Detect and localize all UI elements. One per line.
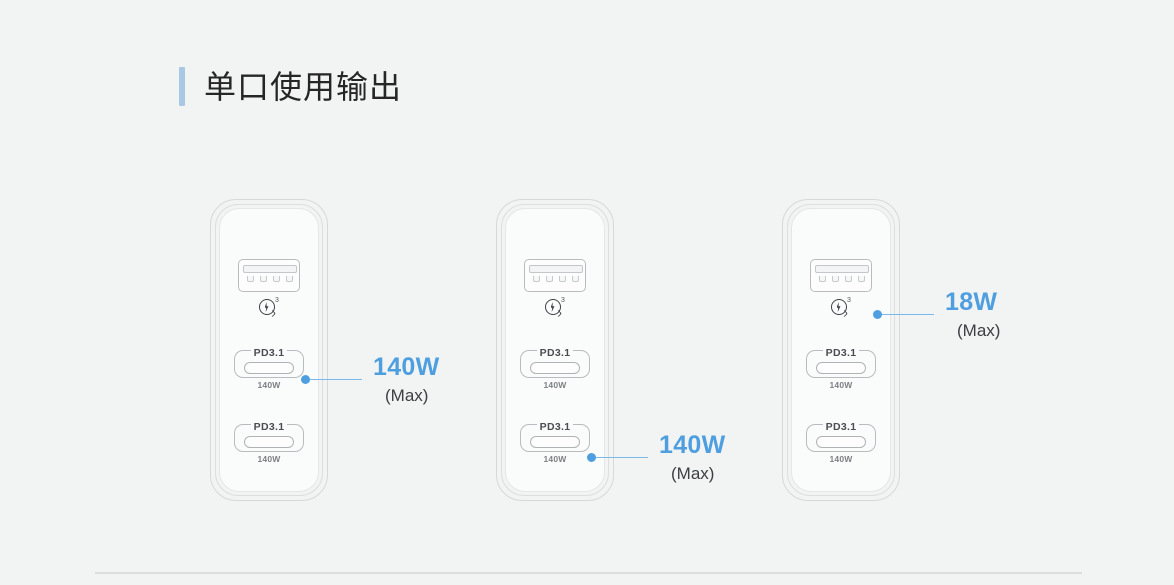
charger-right: 3 PD3.1 140W PD3.1 140W (782, 199, 900, 501)
usb-a-port-group: 3 (810, 259, 872, 318)
usb-c-port-group-1: PD3.1 140W (234, 347, 304, 390)
callout-left-charger: 140W (Max) (301, 355, 440, 404)
callout-max-note: (Max) (671, 464, 715, 483)
usb-c-watt-label: 140W (829, 454, 853, 464)
charger-shell-outer (496, 199, 614, 501)
usb-c-port-group-2: PD3.1 140W (806, 421, 876, 464)
quick-charge-icon: 3 (258, 297, 280, 318)
charger-face: 3 PD3.1 140W PD3.1 140W (505, 208, 605, 492)
callout-leader-line (310, 378, 362, 381)
usb-c-port-icon: PD3.1 (234, 421, 304, 452)
callout-wattage: 140W (659, 431, 726, 459)
charger-shell-outer (782, 199, 900, 501)
callout-middle-charger: 140W (Max) (587, 433, 726, 482)
usb-c-pd-label: PD3.1 (823, 347, 859, 359)
title-accent-bar (179, 67, 185, 106)
usb-c-port-icon: PD3.1 (234, 347, 304, 378)
usb-a-port-icon (810, 259, 872, 292)
usb-c-pd-label: PD3.1 (251, 347, 287, 359)
charger-middle: 3 PD3.1 140W PD3.1 140W (496, 199, 614, 501)
usb-c-port-group-1: PD3.1 140W (806, 347, 876, 390)
charger-shell-middle (787, 204, 895, 496)
callout-text-group: 18W (Max) (945, 288, 1001, 340)
quick-charge-icon: 3 (830, 297, 852, 318)
quick-charge-icon: 3 (544, 297, 566, 318)
callout-dot-icon (873, 310, 882, 319)
usb-c-watt-label: 140W (829, 380, 853, 390)
usb-c-watt-label: 140W (543, 380, 567, 390)
usb-a-port-icon (524, 259, 586, 292)
usb-c-watt-label: 140W (543, 454, 567, 464)
usb-c-connector-shape (816, 362, 866, 374)
quick-charge-superscript: 3 (561, 297, 565, 304)
usb-a-pins (247, 276, 293, 283)
usb-a-tongue (243, 265, 297, 273)
charger-face: 3 PD3.1 140W PD3.1 140W (791, 208, 891, 492)
usb-c-connector-shape (244, 436, 294, 448)
usb-c-pd-label: PD3.1 (537, 347, 573, 359)
callout-wattage: 18W (945, 288, 998, 316)
usb-c-port-icon: PD3.1 (806, 347, 876, 378)
callout-text-group: 140W (Max) (373, 353, 440, 405)
usb-a-tongue (815, 265, 869, 273)
callout-leader-line (882, 313, 934, 316)
charger-shell-middle (501, 204, 609, 496)
callout-max-note: (Max) (385, 386, 429, 405)
usb-c-port-group-1: PD3.1 140W (520, 347, 590, 390)
usb-a-port-group: 3 (524, 259, 586, 318)
charger-face: 3 PD3.1 140W PD3.1 140W (219, 208, 319, 492)
bottom-divider (95, 572, 1082, 574)
callout-text-group: 140W (Max) (659, 431, 726, 483)
usb-c-port-icon: PD3.1 (520, 421, 590, 452)
usb-c-connector-shape (530, 362, 580, 374)
charger-shell-middle (215, 204, 323, 496)
callout-right-charger: 18W (Max) (873, 290, 1000, 339)
charger-left: 3 PD3.1 140W PD3.1 140W (210, 199, 328, 501)
usb-a-pins (819, 276, 865, 283)
usb-c-pd-label: PD3.1 (537, 421, 573, 433)
usb-c-watt-label: 140W (257, 454, 281, 464)
usb-a-tongue (529, 265, 583, 273)
usb-c-connector-shape (530, 436, 580, 448)
usb-a-pins (533, 276, 579, 283)
callout-dot-icon (301, 375, 310, 384)
quick-charge-superscript: 3 (847, 297, 851, 304)
page-title: 单口使用输出 (204, 68, 403, 105)
quick-charge-superscript: 3 (275, 297, 279, 304)
usb-c-port-group-2: PD3.1 140W (520, 421, 590, 464)
usb-a-port-group: 3 (238, 259, 300, 318)
usb-c-connector-shape (244, 362, 294, 374)
usb-c-port-icon: PD3.1 (806, 421, 876, 452)
callout-leader-line (596, 456, 648, 459)
callout-wattage: 140W (373, 353, 440, 381)
callout-max-note: (Max) (957, 321, 1001, 340)
charger-shell-outer (210, 199, 328, 501)
callout-dot-icon (587, 453, 596, 462)
usb-c-pd-label: PD3.1 (823, 421, 859, 433)
usb-a-port-icon (238, 259, 300, 292)
usb-c-watt-label: 140W (257, 380, 281, 390)
page-title-row: 单口使用输出 (179, 67, 402, 106)
usb-c-connector-shape (816, 436, 866, 448)
usb-c-port-icon: PD3.1 (520, 347, 590, 378)
usb-c-pd-label: PD3.1 (251, 421, 287, 433)
usb-c-port-group-2: PD3.1 140W (234, 421, 304, 464)
